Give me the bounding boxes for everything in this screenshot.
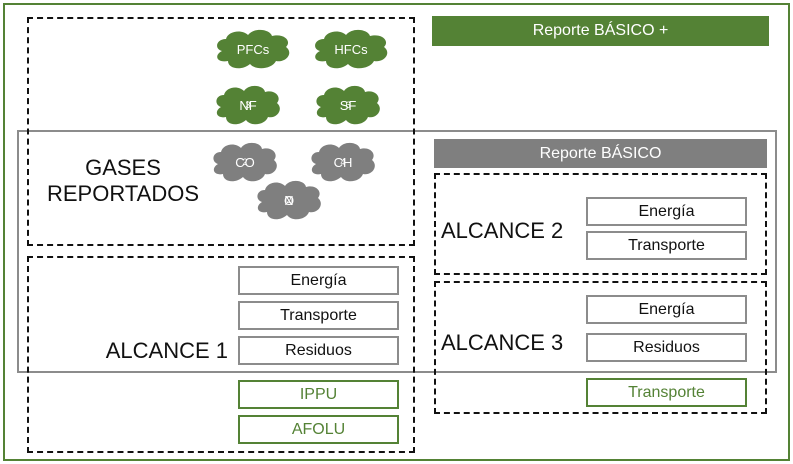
gas-subscript-nf3: 3 xyxy=(245,100,251,110)
alcance2-item-transporte: Transporte xyxy=(586,231,747,260)
gas-label-pfcs: PFCs xyxy=(236,41,270,57)
gas-subscript-n2o: 2 xyxy=(286,195,292,205)
alcance1-item-transporte: Transporte xyxy=(238,301,399,330)
reporte-basico-plus-label: Reporte BÁSICO + xyxy=(532,22,669,39)
gases-title-line2: REPORTADOS xyxy=(47,181,199,206)
cloud-icon-hfcs: HFCs xyxy=(310,27,392,71)
alcance3-item-energia: Energía xyxy=(586,295,747,324)
alcance1-item-residuos: Residuos xyxy=(238,336,399,365)
basico-plus-frame xyxy=(3,3,790,461)
gas-label-co2: CO xyxy=(235,154,255,170)
alcance3-item-residuos: Residuos xyxy=(586,333,747,362)
alcance2-section xyxy=(434,173,767,275)
gas-subscript-co2: 2 xyxy=(242,157,248,167)
gas-label-sf6: SF xyxy=(339,97,357,113)
reporte-basico-banner: Reporte BÁSICO xyxy=(434,139,767,168)
alcance1-section xyxy=(27,256,415,453)
gas-tail-n2o: O xyxy=(283,192,295,208)
gases-section xyxy=(27,17,415,246)
gas-subscript-sf6: 6 xyxy=(345,100,351,110)
alcance1-title: ALCANCE 1 xyxy=(105,338,228,363)
gas-label-ch4: CH xyxy=(333,154,353,170)
basico-frame xyxy=(17,130,777,373)
gas-subscript-ch4: 4 xyxy=(340,157,346,167)
alcance3-title: ALCANCE 3 xyxy=(441,330,564,355)
gas-label-n2o: N xyxy=(284,192,294,208)
gases-title-line1: GASES xyxy=(85,155,161,180)
alcance1-item-afolu: AFOLU xyxy=(238,415,399,444)
gas-label-hfcs: HFCs xyxy=(334,41,368,57)
reporte-basico-plus-banner: Reporte BÁSICO + xyxy=(432,16,769,46)
gases-title: GASES REPORTADOS xyxy=(38,155,208,207)
alcance1-item-energia: Energía xyxy=(238,266,399,295)
reporte-basico-label: Reporte BÁSICO xyxy=(539,144,662,162)
cloud-icon-pfcs: PFCs xyxy=(212,27,294,71)
alcance1-item-ippu: IPPU xyxy=(238,380,399,409)
gas-label-nf3: NF xyxy=(239,97,257,113)
alcance2-title: ALCANCE 2 xyxy=(441,218,564,243)
alcance2-item-energia: Energía xyxy=(586,197,747,226)
alcance3-section xyxy=(434,281,767,414)
alcance3-item-transporte: Transporte xyxy=(586,378,747,407)
